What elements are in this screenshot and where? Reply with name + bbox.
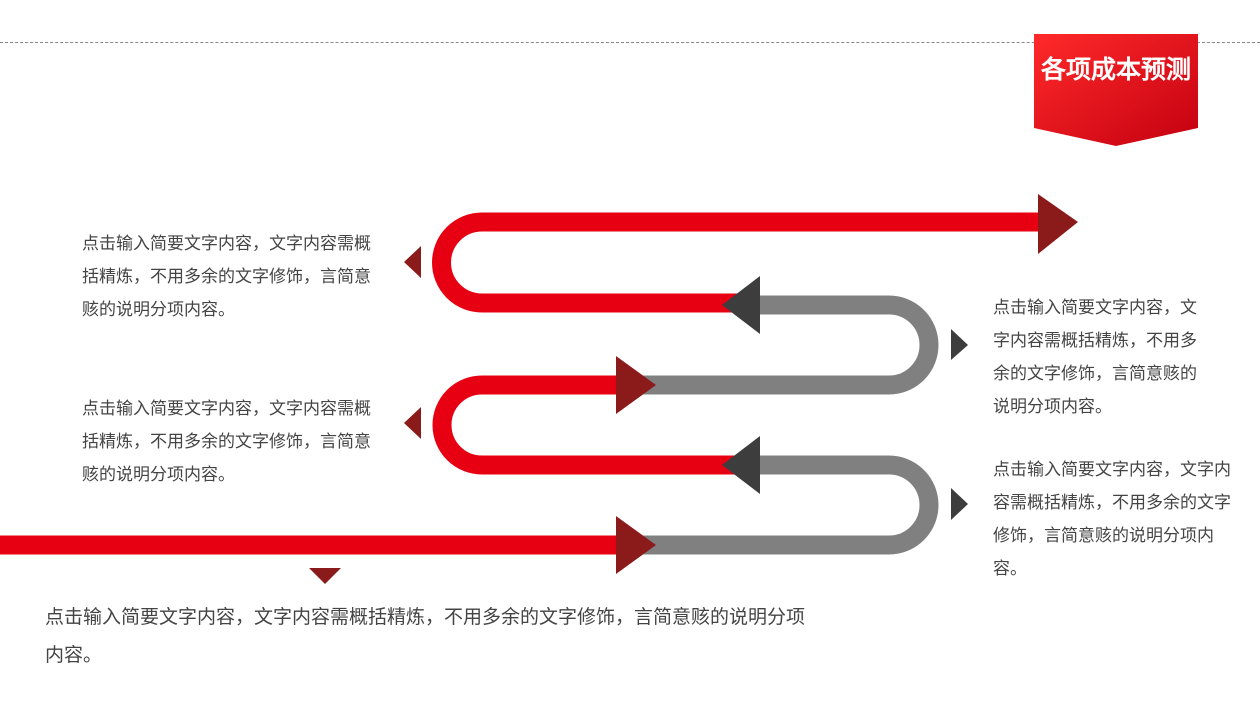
badge-title: 各项成本预测 [1040,55,1191,84]
pointer-left-2 [404,407,421,439]
left-arrowhead-lower [722,436,760,494]
pointer-bottom [309,568,341,584]
red-loop-upper [432,212,1050,313]
red-loop-lower [432,375,740,475]
right-arrowhead-bottom [616,516,656,574]
badge-shape [1034,34,1198,146]
right-arrowhead-middle [616,356,656,414]
gray-loop-lower [636,455,939,555]
pointer-right-2 [951,488,968,520]
right-arrowhead-top [1038,194,1078,254]
pointer-left-1 [404,246,421,278]
bottom-text-block: 点击输入简要文字内容，文字内容需概括精炼，不用多余的文字修饰，言简意赅的说明分项… [45,606,806,666]
left-arrowhead-upper [722,276,760,334]
right-text-block-1: 点击输入简要文字内容，文字内容需概括精炼，不用多余的文字修饰，言简意赅的说明分项… [993,298,1197,417]
left-text-block-1: 点击输入简要文字内容，文字内容需概括精炼，不用多余的文字修饰，言简意赅的说明分项… [82,234,371,320]
dashed-divider [0,42,1260,43]
left-text-block-2: 点击输入简要文字内容，文字内容需概括精炼，不用多余的文字修饰，言简意赅的说明分项… [82,399,371,485]
gray-loop-upper [636,295,939,395]
pointer-right-1 [951,329,968,360]
title-badge: 各项成本预测 [1034,34,1198,146]
right-text-block-2: 点击输入简要文字内容，文字内容需概括精炼，不用多余的文字修饰，言简意赅的说明分项… [993,460,1231,579]
